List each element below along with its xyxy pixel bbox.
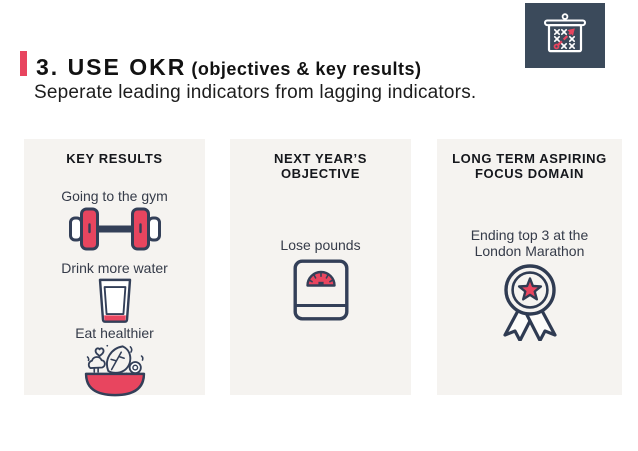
weight-scale-icon xyxy=(293,259,348,321)
card-next-year-objective: NEXT YEAR’S OBJECTIVE Lose pounds xyxy=(230,139,411,395)
title-main: 3. USE OKR xyxy=(36,54,187,80)
page-title: 3. USE OKR(objectives & key results) xyxy=(36,46,421,83)
dumbbell-icon xyxy=(68,207,161,251)
card-long-term-focus: LONG TERM ASPIRING FOCUS DOMAIN Ending t… xyxy=(437,139,622,395)
card-title: LONG TERM ASPIRING FOCUS DOMAIN xyxy=(452,151,607,182)
item-label-lose-pounds: Lose pounds xyxy=(280,236,361,253)
strategy-board-icon xyxy=(544,12,586,52)
item-label-water: Drink more water xyxy=(61,260,168,277)
water-glass-icon xyxy=(98,278,131,323)
title-accent-bar xyxy=(20,51,27,76)
salad-bowl-icon xyxy=(84,344,145,397)
item-label-eat: Eat healthier xyxy=(75,324,154,341)
card-title: NEXT YEAR’S OBJECTIVE xyxy=(273,151,368,182)
card-key-results: KEY RESULTS Going to the gym Drink more … xyxy=(24,139,205,397)
corner-badge xyxy=(525,3,605,68)
card-title: KEY RESULTS xyxy=(66,151,163,166)
item-label-marathon: Ending top 3 at the London Marathon xyxy=(470,226,589,260)
medal-icon xyxy=(502,264,557,342)
x-marks xyxy=(553,28,576,49)
title-parenthetical: (objectives & key results) xyxy=(191,59,422,79)
item-label-gym: Going to the gym xyxy=(61,188,168,205)
subtitle: Seperate leading indicators from lagging… xyxy=(34,82,477,103)
